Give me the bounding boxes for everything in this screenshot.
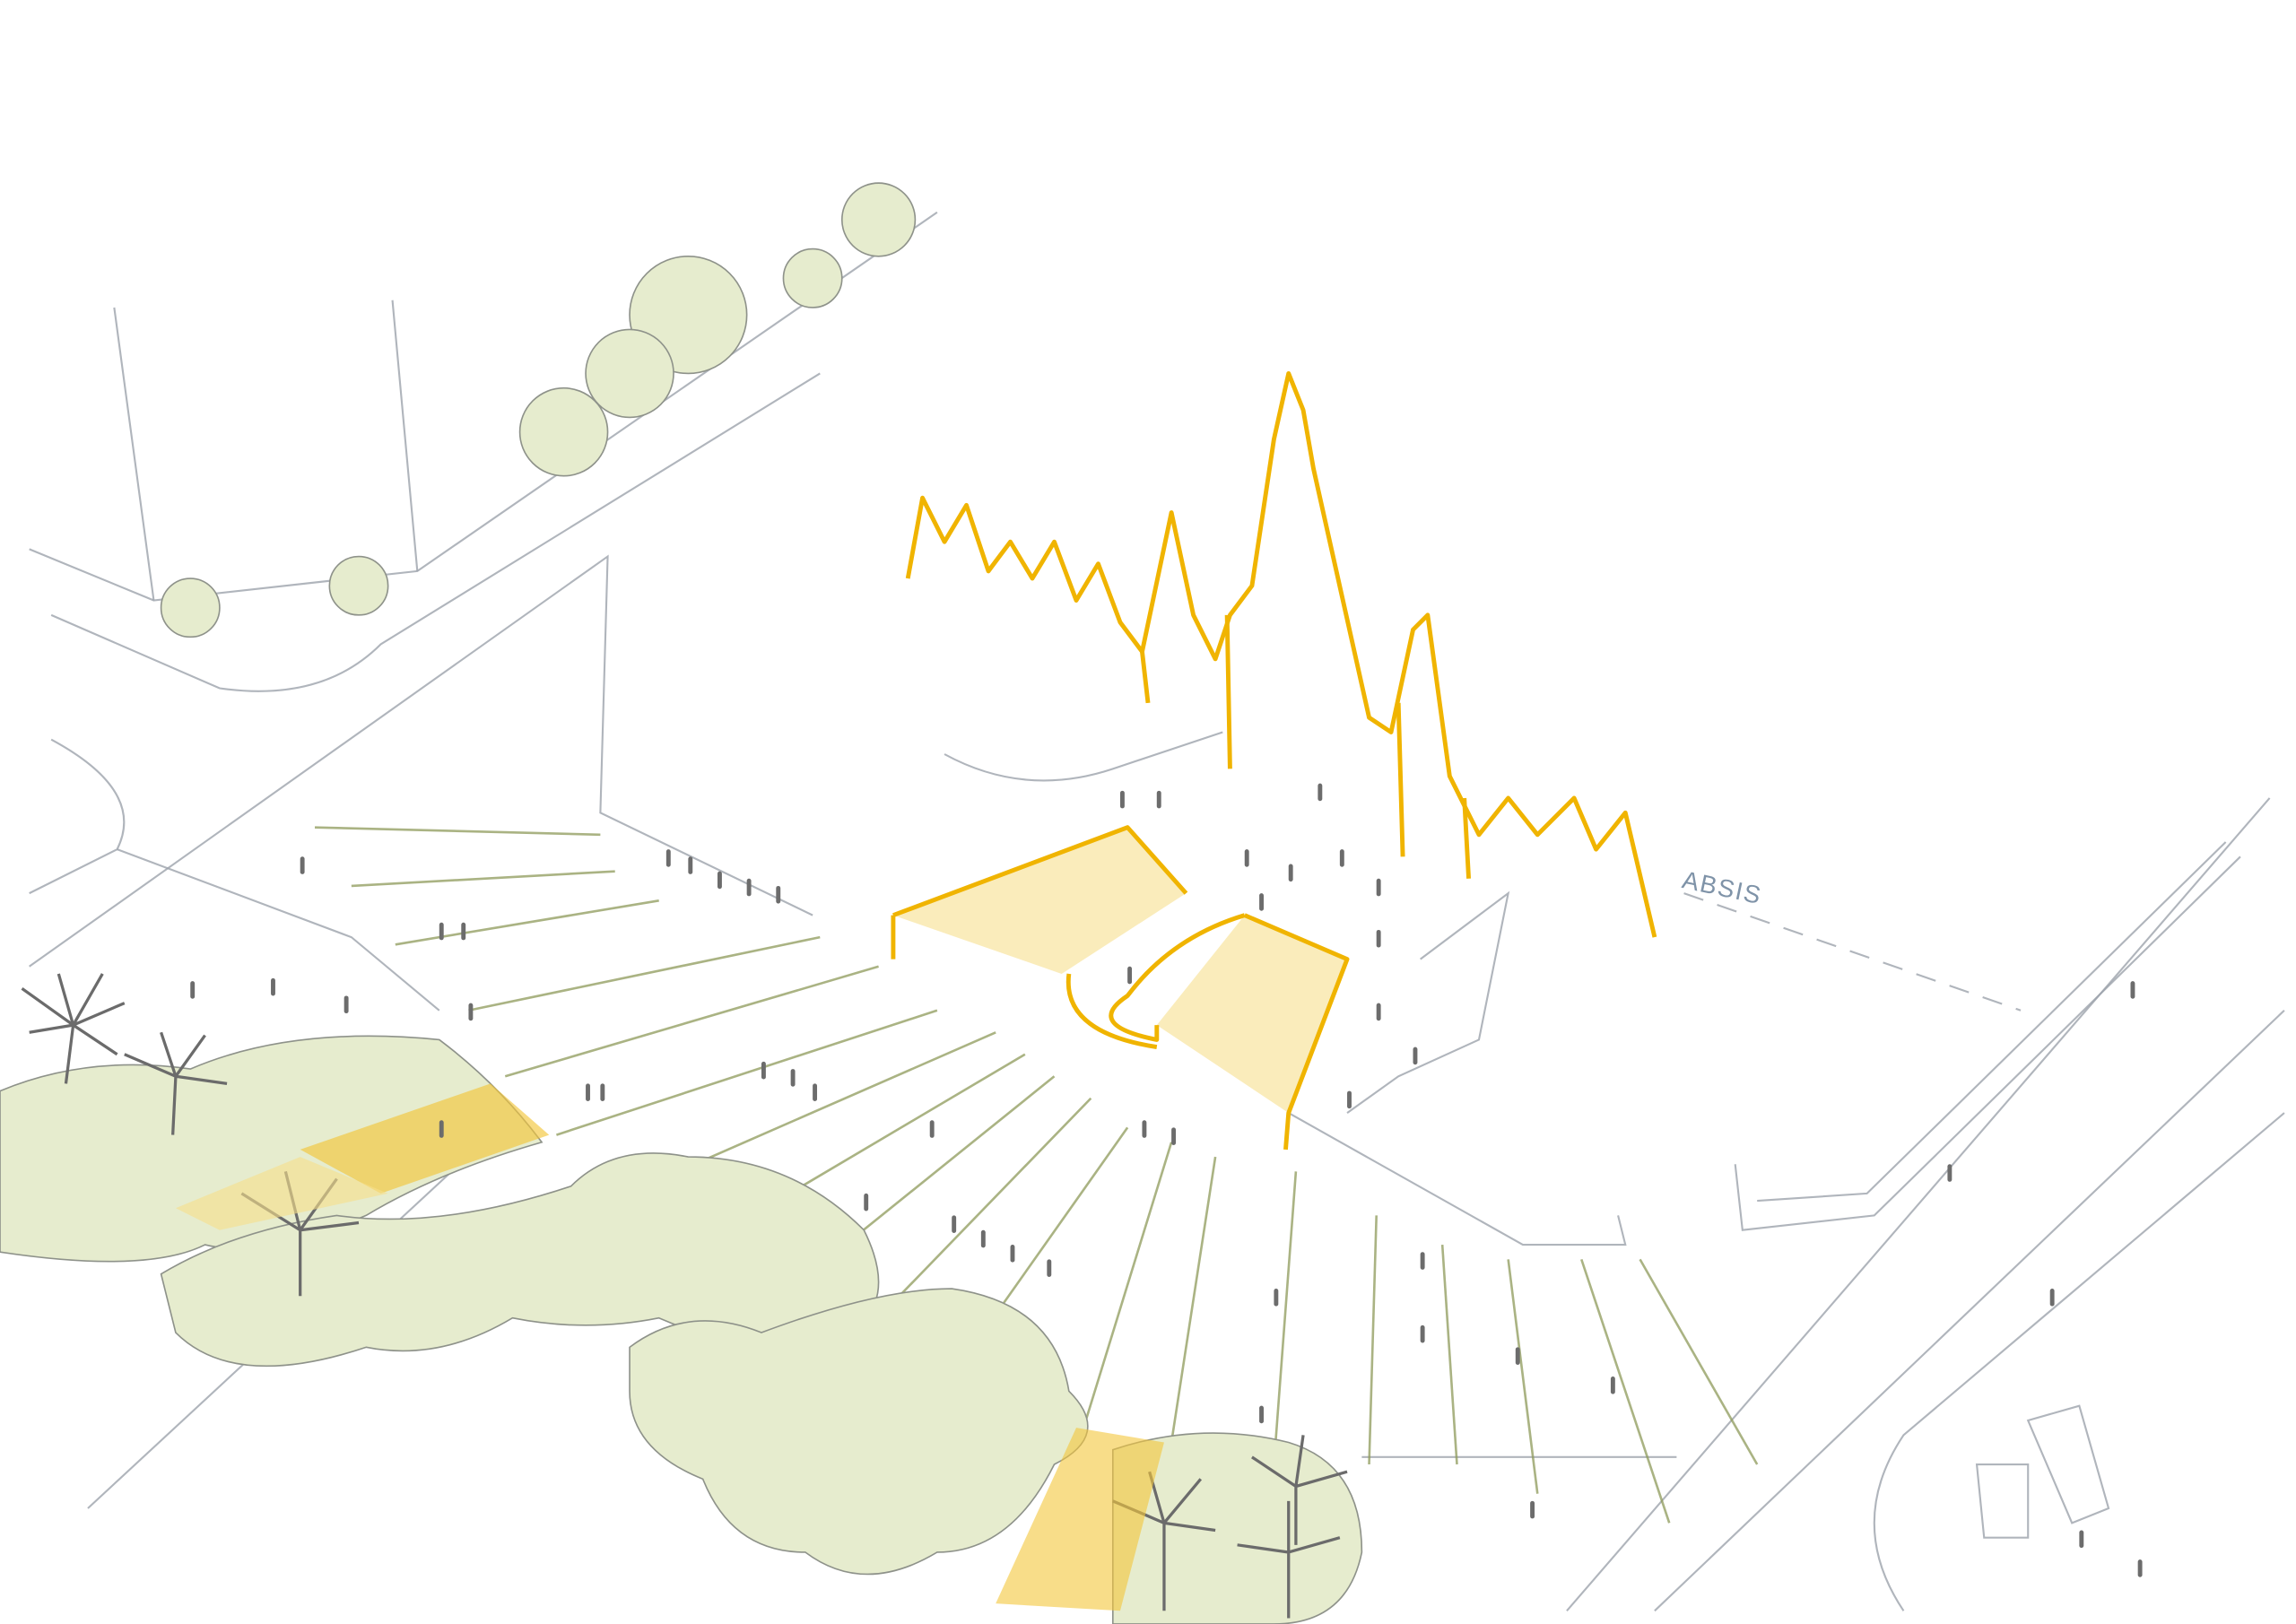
- highlighted-crossings: [175, 1083, 1164, 1611]
- person-figure: [468, 1003, 474, 1021]
- person-figure: [1127, 966, 1133, 985]
- person-figure: [1420, 1324, 1425, 1343]
- person-figure: [1318, 783, 1323, 802]
- person-figure: [2130, 981, 2135, 999]
- person-figure: [1530, 1500, 1535, 1519]
- person-figure: [439, 1120, 444, 1138]
- person-figure: [300, 856, 305, 874]
- person-figure: [271, 977, 275, 996]
- person-figure: [790, 1069, 796, 1087]
- person-figure: [2137, 1559, 2143, 1577]
- person-figure: [952, 1215, 957, 1233]
- person-figure: [665, 849, 671, 867]
- person-figure: [1376, 878, 1381, 897]
- yellow-ramps: [891, 825, 1350, 1151]
- person-figure: [864, 1193, 869, 1211]
- person-figure: [1171, 1127, 1177, 1146]
- person-figure: [2049, 1289, 2055, 1307]
- person-figure: [1259, 1405, 1264, 1424]
- cathedral-outline: [905, 370, 1657, 938]
- person-figure: [1376, 929, 1381, 948]
- person-figure: [1413, 1046, 1418, 1065]
- person-figure: [1610, 1376, 1615, 1394]
- person-figure: [813, 1083, 818, 1102]
- person-figure: [586, 1083, 590, 1102]
- street-linework: [29, 211, 2285, 1612]
- person-figure: [344, 995, 349, 1014]
- person-figure: [1047, 1259, 1052, 1277]
- person-figure: [718, 871, 722, 890]
- person-figure: [1347, 1090, 1352, 1109]
- apse-label: ABSIS: [1680, 865, 1764, 909]
- person-figure: [439, 922, 444, 941]
- person-figure: [1142, 1120, 1147, 1138]
- person-figure: [980, 1229, 986, 1248]
- person-figure: [776, 885, 781, 904]
- people-figures: [190, 783, 2143, 1577]
- person-figure: [688, 856, 693, 874]
- person-figure: [1420, 1252, 1425, 1270]
- person-figure: [190, 981, 196, 999]
- person-figure: [1376, 1003, 1381, 1021]
- person-figure: [1339, 849, 1344, 867]
- person-figure: [1259, 893, 1264, 911]
- person-figure: [1244, 849, 1249, 867]
- vegetation: [0, 182, 1363, 1624]
- person-figure: [746, 878, 752, 897]
- person-figure: [461, 922, 466, 941]
- person-figure: [1156, 790, 1161, 809]
- person-figure: [1119, 790, 1125, 809]
- person-figure: [1274, 1289, 1279, 1307]
- person-figure: [1010, 1245, 1015, 1263]
- person-figure: [761, 1061, 766, 1080]
- person-figure: [600, 1083, 605, 1102]
- person-figure: [929, 1120, 935, 1138]
- person-figure: [2079, 1530, 2084, 1549]
- person-figure: [1288, 864, 1293, 882]
- person-figure: [1515, 1347, 1520, 1365]
- person-figure: [1947, 1164, 1952, 1182]
